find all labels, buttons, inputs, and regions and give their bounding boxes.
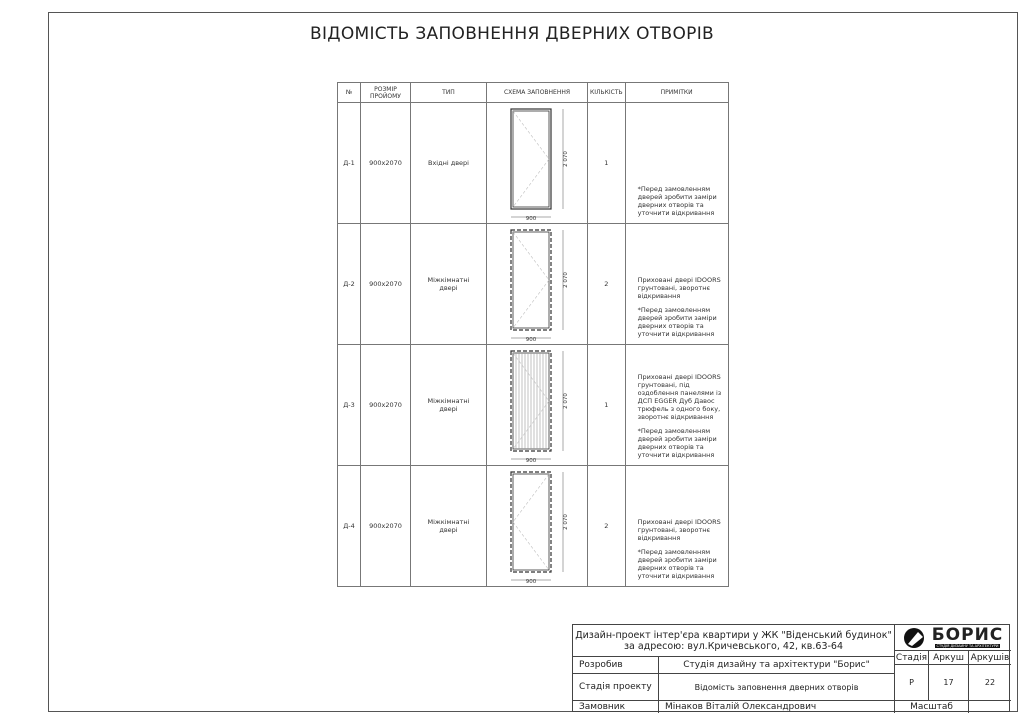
table-row: Д-1 900x2070 Вхідні двері 2 070 900 1 *Пе… [337,102,729,224]
sheet-label: Аркуш [928,651,968,665]
header-type: ТИП [410,82,487,103]
door-schedule-table: № РОЗМІР ПРОЙОМУ ТИП СХЕМА ЗАПОВНЕННЯ КІ… [337,82,729,587]
height-dimension: 2 070 [563,393,569,409]
note-text: *Перед замовленням дверей зробити заміри… [637,427,717,459]
developed-label: Розробив [573,657,659,674]
sheets-label: Аркушів [968,651,1011,665]
door-notes: Приховані двері IDOORS грунтовані, зворо… [624,223,729,345]
project-name: Дизайн-проект інтер'єра квартири у ЖК "В… [573,625,894,657]
door-scheme: 2 070 900 [486,344,588,466]
stage-project-label: Стадія проекту [573,674,659,701]
door-type: Міжкімнатні двері [410,344,487,466]
door-notes: Приховані двері IDOORS грунтовані, зворо… [624,465,729,587]
door-size: 900x2070 [360,223,411,345]
scale-value [968,701,1011,713]
width-dimension: 900 [526,216,537,221]
door-scheme: 2 070 900 [486,223,588,345]
note-text: Приховані двері IDOORS грунтовані, під о… [637,373,722,421]
door-notes: *Перед замовленням дверей зробити заміри… [624,102,729,224]
door-scheme: 2 070 900 [486,102,588,224]
studio-logo: БОРИС СТУДІЯ ДИЗАЙНУ ТА АРХІТЕКТУРИ [894,625,1011,651]
door-id: Д-1 [337,102,361,224]
sheet-value: 17 [928,665,968,701]
door-id: Д-4 [337,465,361,587]
note-text: *Перед замовленням дверей зробити заміри… [637,548,717,580]
door-type: Міжкімнатні двері [410,223,487,345]
door-notes: Приховані двері IDOORS грунтовані, під о… [624,344,729,466]
door-size: 900x2070 [360,102,411,224]
height-dimension: 2 070 [563,272,569,288]
header-size: РОЗМІР ПРОЙОМУ [360,82,411,103]
door-scheme-drawing: 2 070 900 [510,350,569,464]
door-size: 900x2070 [360,344,411,466]
title-block: Дизайн-проект інтер'єра квартири у ЖК "В… [572,624,1011,713]
header-notes: ПРИМІТКИ [624,82,729,103]
client-label: Замовник [573,701,659,713]
height-dimension: 2 070 [563,151,569,167]
note-text: *Перед замовленням дверей зробити заміри… [637,306,717,338]
width-dimension: 900 [526,458,537,463]
scale-label: Масштаб [894,701,968,713]
note-text: Приховані двері IDOORS грунтовані, зворо… [637,518,721,542]
header-scheme: СХЕМА ЗАПОВНЕННЯ [486,82,588,103]
door-scheme-drawing: 2 070 900 [510,471,569,585]
door-scheme-drawing: 2 070 900 [510,108,569,222]
developed-value: Студія дизайну та архітектури "Борис" [659,657,894,674]
door-qty: 2 [587,465,626,587]
note-text: *Перед замовленням дверей зробити заміри… [637,185,717,217]
note-text: Приховані двері IDOORS грунтовані, зворо… [637,276,721,300]
page-title: ВІДОМІСТЬ ЗАПОВНЕННЯ ДВЕРНИХ ОТВОРІВ [309,24,715,44]
door-qty: 1 [587,102,626,224]
client-value: Мінаков Віталій Олександрович [665,702,817,712]
width-dimension: 900 [526,337,537,342]
door-type: Вхідні двері [410,102,487,224]
sheets-value: 22 [968,665,1011,701]
drawing-frame [48,12,1018,712]
header-qty: КІЛЬКІСТЬ [587,82,626,103]
door-scheme-drawing: 2 070 900 [510,229,569,343]
stage-label: Стадія [894,651,928,665]
stage-value: Р [894,665,928,701]
door-type: Міжкімнатні двері [410,465,487,587]
door-qty: 2 [587,223,626,345]
door-id: Д-2 [337,223,361,345]
door-qty: 1 [587,344,626,466]
logo-icon [903,627,924,648]
door-scheme: 2 070 900 [486,465,588,587]
height-dimension: 2 070 [563,514,569,530]
door-id: Д-3 [337,344,361,466]
width-dimension: 900 [526,579,537,584]
header-number: № [337,82,361,103]
door-size: 900x2070 [360,465,411,587]
sheet-title: Відомість заповнення дверних отворів [659,674,894,701]
